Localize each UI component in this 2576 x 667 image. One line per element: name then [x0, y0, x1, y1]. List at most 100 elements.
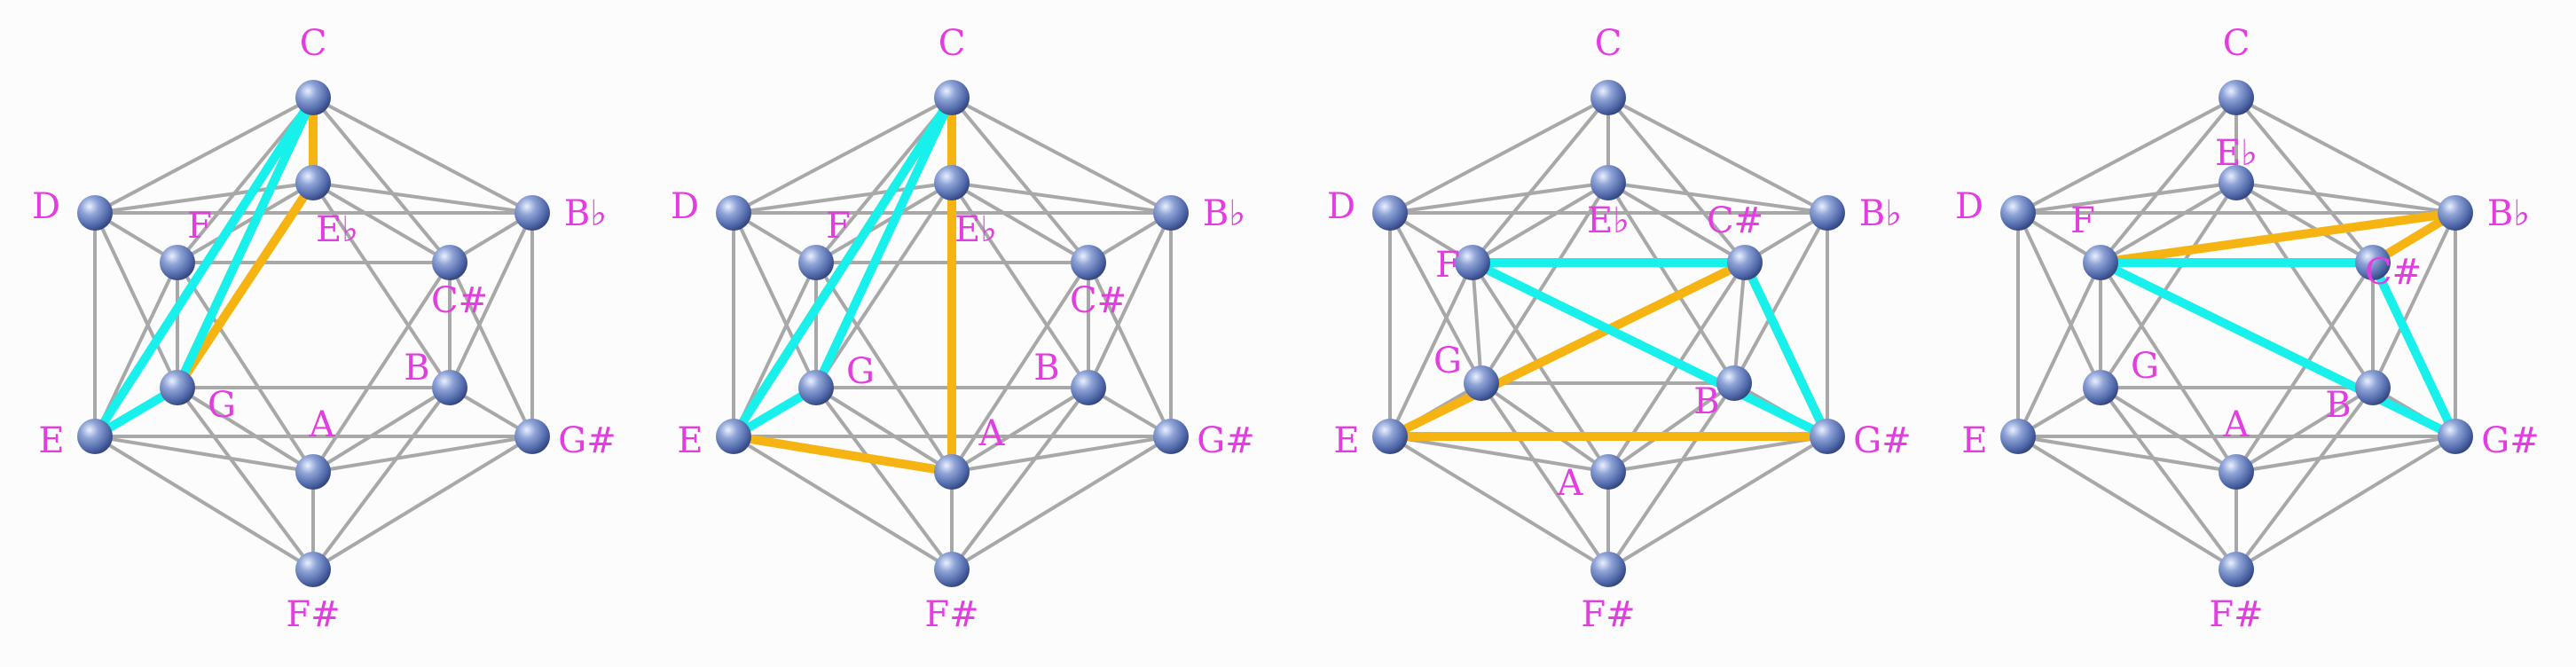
edge-Bb-B	[1732, 211, 1829, 385]
node-B	[1716, 365, 1752, 401]
node-G	[1464, 365, 1499, 401]
label-A: A	[1557, 463, 1584, 504]
edge-G-A	[2099, 386, 2238, 474]
label-D: D	[32, 186, 60, 227]
edge-Eb-Cs	[1606, 181, 1747, 264]
label-B: B	[1693, 381, 1719, 422]
node-E	[2000, 419, 2036, 454]
label-G: G	[208, 385, 236, 426]
edge-F-Eb	[2099, 181, 2238, 264]
label-D: D	[1327, 186, 1355, 227]
edge-C-F	[1471, 96, 1610, 264]
cyan-edge-Gs-F	[1468, 258, 1832, 441]
label-Gs: G#	[558, 420, 616, 461]
edge-Eb-G	[814, 181, 954, 389]
cyan-edge-C-E	[90, 93, 318, 441]
node-D	[77, 195, 113, 231]
edge-D-Eb	[1388, 181, 1610, 215]
edge-C-D	[1388, 96, 1610, 215]
node-F	[160, 245, 195, 280]
node-Bb	[1153, 195, 1189, 231]
label-Bb: B♭	[1859, 193, 1902, 234]
node-Bb	[2438, 195, 2473, 231]
edge-B-Fs	[311, 386, 452, 571]
edge-F-E	[2016, 261, 2102, 438]
node-C	[1590, 80, 1626, 115]
label-Fs: F#	[1581, 594, 1635, 635]
node-Eb	[934, 165, 970, 200]
edge-C-Cs	[1606, 96, 1747, 264]
node-Cs	[432, 245, 467, 280]
edge-D-G	[2016, 211, 2102, 389]
label-G: G	[1433, 341, 1462, 381]
edge-B-Fs	[1606, 381, 1736, 571]
node-Bb	[514, 195, 550, 231]
label-E: E	[677, 420, 703, 461]
node-A	[934, 454, 970, 490]
edge-C-D	[93, 96, 315, 215]
edge-F-A	[814, 261, 954, 474]
edge-E-A	[1388, 435, 1610, 474]
edge-Bb-B	[1087, 211, 1173, 389]
edge-Eb-G	[2099, 181, 2238, 389]
edge-D-G	[93, 211, 179, 389]
node-Fs	[2219, 552, 2254, 587]
label-Eb: E♭	[316, 209, 358, 250]
node-Cs	[1727, 245, 1763, 280]
node-Gs	[514, 419, 550, 454]
label-Bb: B♭	[1203, 193, 1245, 234]
edge-E-A	[2016, 435, 2238, 474]
edge-F-E	[1388, 261, 1474, 438]
edge-C-Bb	[950, 96, 1173, 215]
edge-C-F	[2099, 96, 2238, 264]
node-G	[2083, 370, 2118, 405]
edge-C-D	[732, 96, 954, 215]
edge-G-Fs	[2099, 386, 2238, 571]
label-A: A	[309, 404, 336, 445]
node-Bb	[1810, 195, 1845, 231]
edge-A-Gs	[311, 435, 534, 474]
edge-Bb-Eb	[311, 181, 534, 215]
edge-F-Eb	[1471, 181, 1610, 264]
edge-F-Eb	[176, 181, 315, 264]
node-D	[1372, 195, 1408, 231]
orange-edge-E-Cs	[1386, 258, 1749, 441]
label-Eb: E♭	[1587, 200, 1630, 241]
node-A	[295, 454, 331, 490]
edge-E-Fs	[1388, 435, 1610, 571]
label-Gs: G#	[2481, 420, 2539, 461]
cyan-edge-Cs-Gs	[2368, 258, 2460, 441]
edge-Eb-B	[311, 181, 452, 389]
edge-B-A	[311, 386, 452, 474]
node-Cs	[2355, 245, 2391, 280]
edge-C-Bb	[2234, 96, 2457, 215]
orange-edge-F-Bb	[2096, 208, 2460, 267]
label-Gs: G#	[1197, 420, 1254, 461]
edge-C-Bb	[1606, 96, 1829, 215]
edge-Eb-Cs	[2234, 181, 2375, 264]
label-E: E	[1961, 420, 1987, 461]
label-A: A	[2223, 404, 2250, 445]
node-G	[160, 370, 195, 405]
label-E: E	[38, 420, 64, 461]
label-Bb: B♭	[564, 193, 607, 234]
label-F: F	[1435, 245, 1460, 286]
cyan-edge-C-E	[729, 93, 956, 441]
label-Cs: C#	[1070, 280, 1127, 321]
edge-A-Gs	[2234, 435, 2457, 474]
node-E	[77, 419, 113, 454]
edge-D-G	[732, 211, 818, 389]
node-Fs	[295, 552, 331, 587]
edge-D-G	[1388, 211, 1483, 385]
edge-B-A	[2234, 386, 2375, 474]
edge-Eb-B	[2234, 181, 2375, 389]
edge-Cs-Gs	[448, 261, 534, 438]
label-Gs: G#	[1853, 420, 1911, 461]
edge-Bb-Eb	[950, 181, 1173, 215]
node-Fs	[1590, 552, 1626, 587]
cyan-edge-Cs-Gs	[1740, 258, 1832, 441]
edge-Gs-Fs	[311, 435, 534, 571]
